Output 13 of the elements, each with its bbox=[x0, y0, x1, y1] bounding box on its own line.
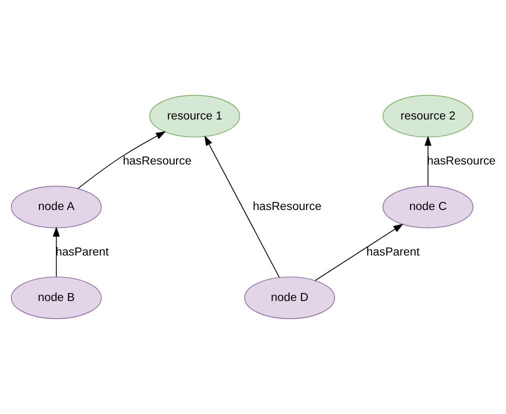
node-ellipse: node C bbox=[382, 186, 474, 228]
node-ellipse: resource 1 bbox=[149, 94, 240, 138]
edge-label: hasParent bbox=[56, 246, 109, 258]
arrow bbox=[204, 136, 280, 278]
edge-label: hasResource bbox=[122, 154, 192, 168]
arrow bbox=[78, 131, 166, 190]
arrow bbox=[314, 224, 404, 281]
edge-label: hasParent bbox=[366, 246, 420, 258]
edge-label: hasResource bbox=[252, 200, 322, 214]
node-ellipse: resource 2 bbox=[382, 94, 474, 138]
node-ellipse: node B bbox=[10, 276, 102, 320]
node-ellipse: node A bbox=[10, 186, 102, 228]
node-ellipse: node D bbox=[244, 276, 336, 320]
